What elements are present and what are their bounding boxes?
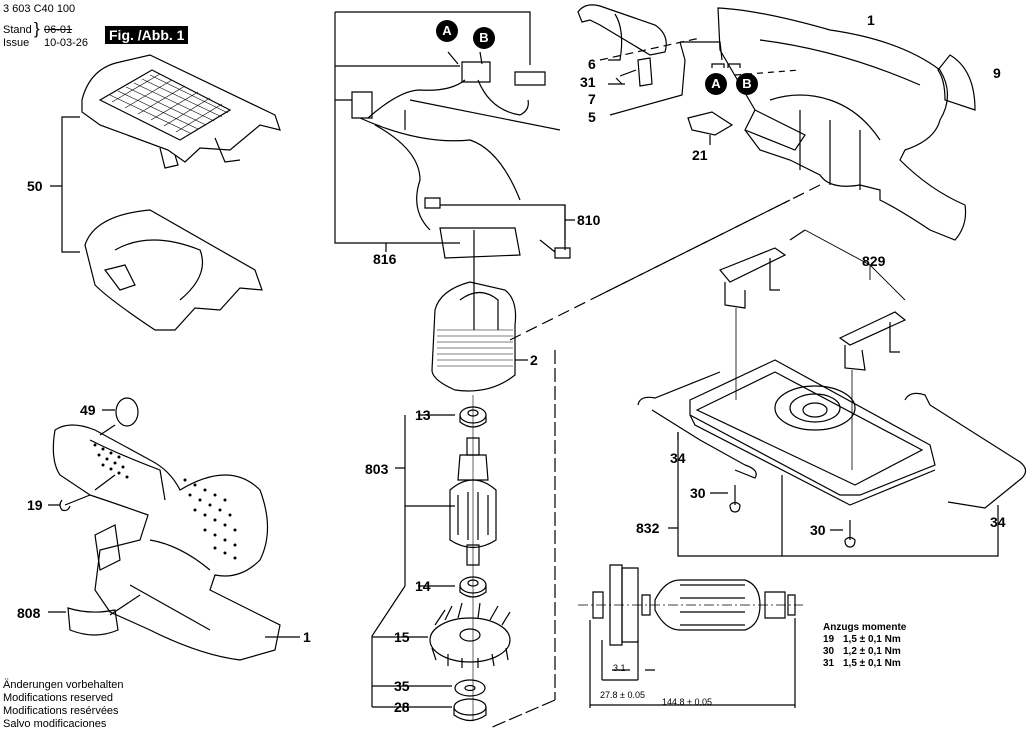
torque-title: Anzugs momente [823, 622, 907, 633]
part-label-31: 31 [580, 74, 596, 90]
part-label-34-left: 34 [670, 450, 686, 466]
part-number: 3 603 C40 100 [3, 3, 76, 15]
connector-b-badge-2: B [736, 73, 758, 95]
part-label-19: 19 [27, 497, 43, 513]
note-fr: Modifications resérvées [3, 705, 119, 717]
fan [429, 602, 511, 668]
part-label-28: 28 [394, 699, 410, 715]
part-label-15: 15 [394, 629, 410, 645]
part-label-2: 2 [530, 352, 538, 368]
brace: } [34, 19, 40, 38]
part-label-49: 49 [80, 402, 96, 418]
part-label-50: 50 [27, 178, 43, 194]
figure-badge: Fig. /Abb. 1 [105, 26, 189, 44]
stand-old-value: 06-01 [44, 24, 73, 36]
part-label-1-top: 1 [867, 12, 875, 28]
part-label-5: 5 [588, 109, 596, 125]
part-label-829: 829 [862, 253, 886, 269]
part-label-30-right: 30 [810, 522, 826, 538]
note-es: Salvo modificaciones [3, 718, 107, 730]
dust-box-lid [81, 54, 281, 169]
part-label-9: 9 [993, 65, 1001, 81]
wiring-harness [334, 11, 571, 259]
disclaimer-notes: Änderungen vorbehalten Modifications res… [3, 679, 123, 731]
dust-box-container [84, 209, 263, 331]
part-label-7: 7 [588, 91, 596, 107]
dimension-144-8: 144.8 ± 0.05 [662, 697, 712, 707]
issue-label: Issue [3, 37, 30, 49]
note-de: Änderungen vorbehalten [3, 679, 124, 691]
part-label-832: 832 [636, 520, 660, 536]
part-label-13: 13 [415, 407, 431, 423]
dimension-27-8: 27.8 ± 0.05 [600, 690, 645, 700]
armature [449, 437, 497, 566]
part-label-810: 810 [577, 212, 601, 228]
note-en: Modifications reserved [3, 692, 114, 704]
part-label-14: 14 [415, 578, 431, 594]
part-label-35: 35 [394, 678, 410, 694]
part-label-30-left: 30 [690, 485, 706, 501]
sander-assembly [52, 424, 281, 661]
motor-housing [717, 7, 967, 241]
part-label-803: 803 [365, 461, 389, 477]
stator [431, 230, 517, 392]
part-label-808: 808 [17, 605, 41, 621]
part-label-6: 6 [588, 56, 596, 72]
connector-b-badge: B [473, 27, 495, 49]
part-label-34-right: 34 [990, 514, 1006, 530]
armature-dimension-drawing [578, 564, 803, 708]
part-label-1-bottom: 1 [303, 629, 311, 645]
base-plate [689, 359, 936, 506]
issue-value: 10-03-26 [44, 37, 89, 49]
part-label-816: 816 [373, 251, 397, 267]
connector-a-badge: A [436, 20, 458, 42]
dimension-3-1: 3.1 [613, 663, 626, 673]
part-label-21: 21 [692, 147, 708, 163]
stand-label: Stand [3, 24, 32, 36]
connector-a-badge-2: A [705, 73, 727, 95]
